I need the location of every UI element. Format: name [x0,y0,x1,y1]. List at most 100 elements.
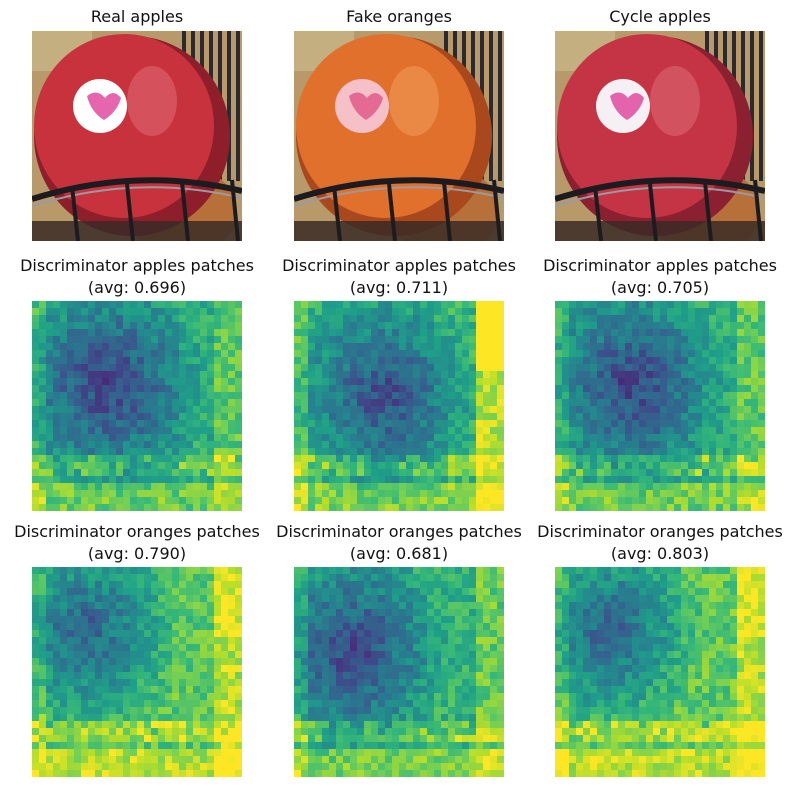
heatmap-cell [758,567,765,575]
heatmap-cell [441,658,449,666]
heatmap-cell [81,581,89,589]
heatmap-cell [221,315,229,323]
heatmap-cell [569,483,577,491]
heatmap-cell [221,756,229,764]
heatmap-cell [497,609,504,617]
heatmap-cell [441,672,449,680]
heatmap-cell [448,434,456,442]
heatmap-cell [716,469,724,477]
heatmap-cell [336,686,344,694]
heatmap-cell [625,497,633,505]
heatmap-cell [646,483,654,491]
heatmap-cell [60,504,68,511]
heatmap-cell [357,469,365,477]
heatmap-cell [625,308,633,316]
heatmap-cell [448,749,456,757]
heatmap-cell [646,336,654,344]
heatmap-cell [350,301,358,309]
heatmap-cell [639,651,647,659]
heatmap-cell [116,469,124,477]
heatmap-cell [67,504,75,511]
heatmap-cell [172,714,180,722]
heatmap-cell [235,315,242,323]
heatmap-cell [235,434,242,442]
heatmap-cell [420,770,428,777]
heatmap-cell [123,623,131,631]
heatmap-cell [102,329,110,337]
heatmap-cell [102,658,110,666]
heatmap-cell [81,483,89,491]
heatmap-cell [371,462,379,470]
heatmap-cell [137,441,145,449]
heatmap-cell [228,581,236,589]
heatmap-cell [123,441,131,449]
heatmap-cell [392,504,400,511]
heatmap-cell [497,392,504,400]
heatmap-cell [53,707,61,715]
heatmap-cell [420,623,428,631]
heatmap-cell [569,567,577,575]
heatmap-cell [308,455,316,463]
heatmap-cell [597,343,605,351]
heatmap-cell [737,385,745,393]
heatmap-cell [688,308,696,316]
heatmap-cell [674,595,682,603]
heatmap-cell [462,630,470,638]
heatmap-cell [497,476,504,484]
heatmap-cell [88,434,96,442]
heatmap-cell [228,497,236,505]
heatmap-cell [343,637,351,645]
heatmap-cell [420,364,428,372]
heatmap-cell [462,476,470,484]
heatmap-cell [413,329,421,337]
heatmap-cell [604,399,612,407]
heatmap-cell [653,406,661,414]
heatmap-cell [165,420,173,428]
heatmap-cell [179,448,187,456]
heatmap-cell [434,322,442,330]
heatmap-cell [483,763,491,771]
heatmap-cell [294,630,302,638]
heatmap-cell [116,623,124,631]
heatmap-cell [427,672,435,680]
heatmap-cell [611,371,619,379]
heatmap-cell [336,644,344,652]
heatmap-cell [688,455,696,463]
heatmap-cell [562,462,570,470]
heatmap-cell [46,770,54,777]
heatmap-cell [583,343,591,351]
heatmap-cell [371,763,379,771]
heatmap-cell [60,336,68,344]
heatmap-cell [569,448,577,456]
heatmap-cell [448,721,456,729]
heatmap-cell [60,441,68,449]
heatmap-cell [130,490,138,498]
heatmap-cell [611,357,619,365]
heatmap-cell [646,350,654,358]
heatmap-cell [420,644,428,652]
heatmap-cell [294,602,302,610]
heatmap-cell [434,441,442,449]
heatmap-cell [413,665,421,673]
heatmap-cell [60,630,68,638]
heatmap-cell [109,483,117,491]
heatmap-cell [653,490,661,498]
heatmap-cell [228,672,236,680]
heatmap-cell [744,308,752,316]
heatmap-cell [378,371,386,379]
heatmap-cell [172,371,180,379]
heatmap-cell [102,301,110,309]
heatmap-cell [625,616,633,624]
heatmap-cell [88,364,96,372]
heatmap-cell [322,301,330,309]
heatmap-cell [343,756,351,764]
heatmap-cell [455,406,463,414]
heatmap-cell [228,588,236,596]
heatmap-cell [604,378,612,386]
heatmap-cell [32,637,40,645]
heatmap-cell [490,672,498,680]
heatmap-cell [67,343,75,351]
heatmap-cell [81,497,89,505]
heatmap-cell [483,322,491,330]
heatmap-cell [53,665,61,673]
